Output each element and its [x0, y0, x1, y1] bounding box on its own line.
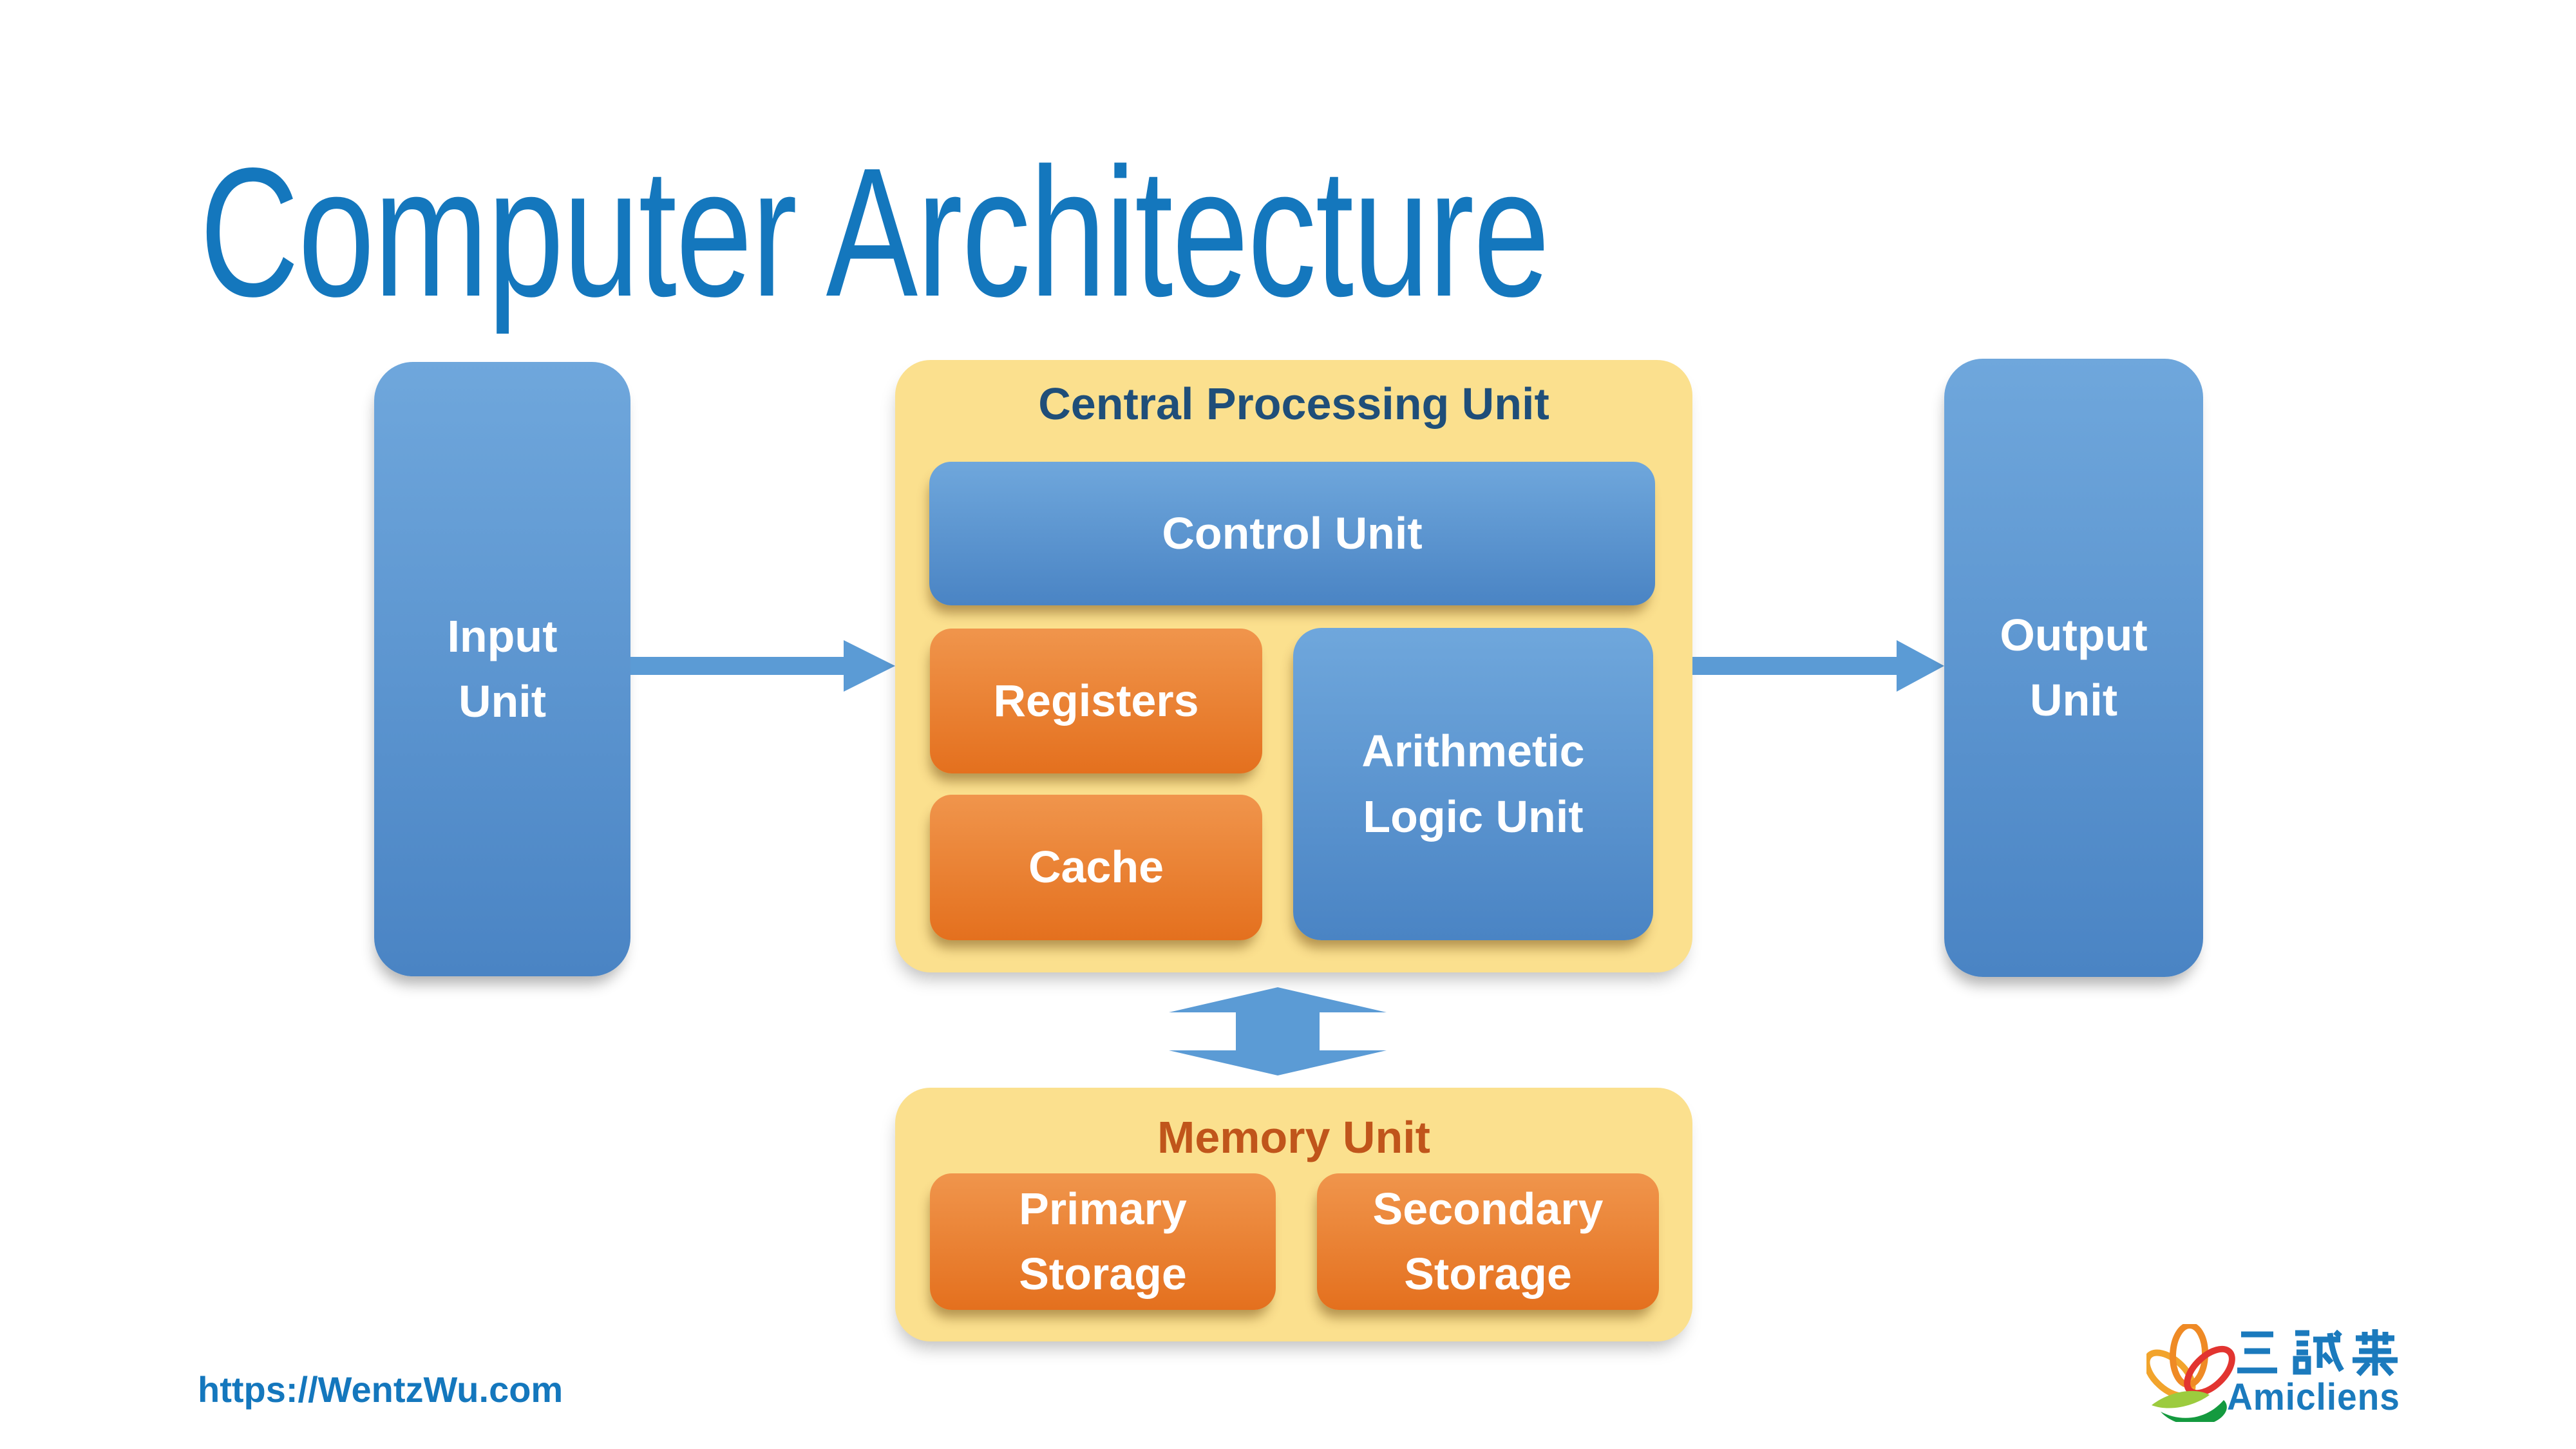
cpu-container: Central Processing Unit Control Unit Reg…: [895, 360, 1692, 972]
logo-brand-text: Amicliens: [2227, 1376, 2400, 1418]
secondary-storage-label-line1: Secondary: [1372, 1183, 1604, 1234]
input-unit-label-line2: Unit: [458, 676, 547, 726]
cpu-memory-double-arrow-icon: [1169, 987, 1387, 1075]
footer-url: https://WentzWu.com: [198, 1369, 564, 1410]
output-unit-box: Output Unit: [1944, 359, 2203, 977]
cache-label: Cache: [1028, 842, 1164, 893]
cpu-to-output-arrow-icon: [1692, 640, 1944, 692]
logo-flower-icon: [2146, 1324, 2235, 1422]
input-unit-label-line1: Input: [447, 611, 558, 661]
alu-label-line1: Arithmetic: [1361, 726, 1585, 776]
primary-storage-label-line1: Primary: [1019, 1183, 1187, 1234]
secondary-storage-box: Secondary Storage: [1317, 1173, 1659, 1310]
input-unit-box: Input Unit: [374, 362, 630, 976]
control-unit-box: Control Unit: [929, 462, 1655, 605]
input-to-cpu-arrow-icon: [630, 640, 895, 692]
memory-container: Memory Unit Primary Storage Secondary St…: [895, 1088, 1692, 1341]
secondary-storage-label-line2: Storage: [1404, 1249, 1572, 1299]
registers-box: Registers: [930, 629, 1262, 773]
arithmetic-logic-unit-box: Arithmetic Logic Unit: [1293, 628, 1653, 940]
slide-title: Computer Architecture: [200, 130, 1550, 335]
registers-label: Registers: [993, 675, 1199, 726]
output-unit-label-line2: Unit: [2029, 675, 2118, 725]
alu-label-line2: Logic Unit: [1363, 791, 1584, 842]
logo-cjk-text: 三 誠 業: [0, 0, 1, 1]
cache-box: Cache: [930, 795, 1262, 940]
memory-title: Memory Unit: [1157, 1112, 1430, 1162]
primary-storage-label-line2: Storage: [1019, 1249, 1187, 1299]
primary-storage-box: Primary Storage: [930, 1173, 1276, 1310]
control-unit-label: Control Unit: [1162, 507, 1423, 558]
cpu-title: Central Processing Unit: [1038, 379, 1549, 429]
logo-cjk-glyphs-icon: [2237, 1329, 2398, 1376]
output-unit-label-line1: Output: [2000, 609, 2148, 660]
